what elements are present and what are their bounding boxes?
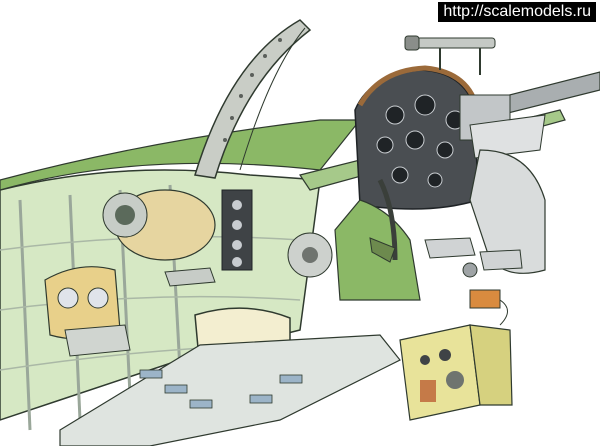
rudder-pedals — [424, 237, 523, 278]
radio-set — [399, 324, 513, 421]
switch-box — [469, 289, 508, 326]
side-shelf — [64, 267, 216, 357]
seat-back-cushion — [44, 266, 121, 340]
instrument-panel — [354, 65, 481, 210]
machine-gun — [459, 71, 600, 159]
gunsight — [404, 35, 496, 75]
electrical-panel — [221, 189, 253, 271]
control-stick — [369, 178, 398, 263]
cockpit-floor — [59, 334, 401, 446]
oxygen-bag — [102, 189, 216, 261]
watermark-url: http://scalemodels.ru — [438, 2, 596, 22]
ventilation-fan — [287, 232, 333, 278]
canopy-frame — [194, 19, 312, 179]
